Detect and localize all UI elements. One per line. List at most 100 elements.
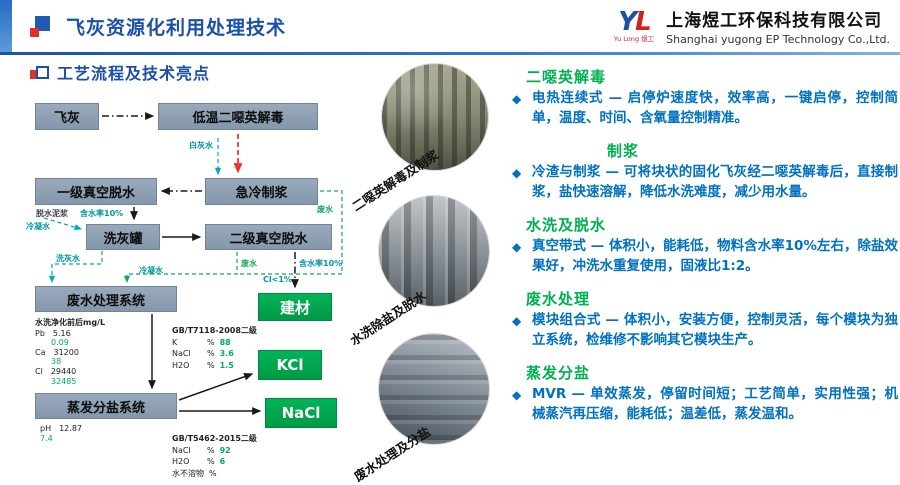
line-wash-water (48, 251, 103, 284)
table-row: H2O% 1.5 (172, 361, 256, 371)
table-row: 水不溶物% (172, 469, 256, 479)
highlight-heading-evaporation: 蒸发分盐 (526, 363, 591, 382)
highlight-body: 模块组合式 — 体积小，安装方便，控制灵活，每个模块为独立系统，检维修不影响其它… (532, 311, 898, 348)
table-row: K% 88 (172, 338, 256, 348)
table-row: Cl 29440 32485 (35, 367, 137, 386)
node-nacl: NaCl (265, 398, 337, 428)
node-fly-ash: 飞灰 (35, 103, 99, 130)
table-row: Pb 5.16 0.09 (35, 329, 137, 348)
table-row: H2O% 6 (172, 457, 256, 467)
node-vacuum-dewater-1: 一级真空脱水 (35, 178, 157, 205)
kcl-standard-table: GB/T7118-2008二级 K% 88 NaCl%3.6 H2O% 1.5 (172, 326, 257, 371)
photo-dioxin-detox-equipment (382, 64, 488, 170)
row-value: 3.6 (219, 349, 234, 359)
row-after: 38 (51, 357, 62, 367)
row-unit: % (207, 457, 215, 467)
company-names: 上海煜工环保科技有限公司 Shanghai yugong EP Technolo… (666, 6, 890, 46)
company-name-en: Shanghai yugong EP Technology Co.,Ltd. (666, 33, 890, 46)
header: 飞灰资源化利用处理技术 YL Yu Long 煜工 上海煜工环保科技有限公司 S… (0, 0, 900, 52)
table-row: NaCl%3.6 (172, 349, 256, 359)
diamond-bullet-icon: ◆ (512, 239, 522, 254)
brand-block: YL Yu Long 煜工 上海煜工环保科技有限公司 Shanghai yugo… (614, 6, 890, 46)
technical-highlights: 二噁英解毒 ◆ 电热连续式 — 启停炉速度快，效率高，一键启停，控制简单，温度、时… (512, 66, 898, 425)
diamond-bullet-icon: ◆ (512, 313, 522, 328)
highlight-body: MVR — 单效蒸发，停留时间短；工艺简单，实用性强；机械蒸汽再压缩，能耗低；温… (532, 385, 898, 422)
highlight-heading-wastewater: 废水处理 (526, 289, 591, 308)
row-unit: % (207, 337, 215, 347)
arrow-evap-to-kcl (178, 372, 254, 401)
ph-after: 7.4 (40, 434, 53, 444)
nacl-table-title: GB/T5462-2015二级 (172, 434, 257, 443)
process-flowchart: 飞灰 低温二噁英解毒 急冷制浆 一级真空脱水 洗灰罐 二级真空脱水 废水处理系统… (22, 88, 387, 482)
node-wastewater-system: 废水处理系统 (35, 286, 177, 312)
highlight-body: 真空带式 — 体积小，能耗低，物料含水率10%左右，除盐效果好，冲洗水重复使用，… (532, 237, 898, 274)
nacl-standard-table: GB/T5462-2015二级 NaCl%92 H2O%6 水不溶物% (172, 434, 257, 479)
kcl-table-title: GB/T7118-2008二级 (172, 326, 257, 335)
row-before: 31200 (53, 347, 79, 357)
company-logo-icon: YL Yu Long 煜工 (614, 9, 654, 43)
diamond-bullet-icon: ◆ (512, 165, 522, 180)
highlight-heading-slurry: 制浆 (607, 141, 640, 160)
stream-moisture-10-right: 含水率10% (299, 259, 343, 268)
title-square-icon (30, 13, 54, 39)
stream-condensate-mid: 冷凝水 (139, 266, 163, 275)
ph-label: pH (40, 424, 52, 433)
row-value: 1.5 (219, 360, 234, 370)
row-unit: % (207, 360, 215, 370)
highlight-text: ◆冷渣与制浆 — 可将块状的固化飞灰经二噁英解毒后，直接制浆，盐快速溶解，降低水… (512, 163, 898, 203)
line-wastewater-mid (123, 252, 238, 284)
row-value: 6 (219, 457, 226, 467)
node-evaporation-salt-system: 蒸发分盐系统 (35, 393, 177, 419)
row-name: K (172, 337, 178, 347)
row-value: 92 (219, 445, 231, 455)
stream-wastewater-right: 废水 (317, 205, 333, 214)
section-title: 工艺流程及技术亮点 (57, 64, 211, 83)
wash-table-title: 水洗净化前后mg/L (35, 318, 106, 327)
row-before: 29440 (50, 366, 77, 376)
header-divider (0, 52, 900, 55)
row-name: H2O (172, 360, 190, 370)
row-name: NaCl (172, 445, 191, 455)
highlight-text: ◆ 真空带式 — 体积小，能耗低，物料含水率10%左右，除盐效果好，冲洗水重复使用… (512, 237, 898, 277)
highlight-text: ◆ MVR — 单效蒸发，停留时间短；工艺简单，实用性强；机械蒸汽再压缩，能耗低；… (512, 385, 898, 425)
node-building-material: 建材 (258, 293, 332, 321)
row-name: NaCl (172, 349, 191, 359)
diamond-bullet-icon: ◆ (512, 387, 522, 402)
photo-wastewater-plant (379, 334, 489, 444)
wash-purification-table: 水洗净化前后mg/L Pb 5.16 0.09 Ca 31200 38 Cl 2944… (35, 318, 137, 386)
diamond-bullet-icon: ◆ (512, 92, 522, 106)
table-row: Ca 31200 38 (35, 348, 137, 367)
row-value: 88 (219, 337, 231, 347)
row-name: Ca (35, 347, 46, 357)
company-name-cn: 上海煜工环保科技有限公司 (666, 11, 883, 31)
stream-dewatered-slurry: 脱水泥浆 (36, 209, 68, 218)
flow-connectors (43, 112, 343, 415)
row-unit: % (207, 445, 215, 455)
table-row: NaCl% 92 (172, 446, 256, 456)
header-title-group: 飞灰资源化利用处理技术 (30, 13, 286, 40)
highlight-body: 电热连续式 — 启停炉速度快，效率高，一键启停，控制简单，温度、时间、含氧量控制… (532, 90, 898, 126)
section-square-icon (30, 65, 49, 80)
highlight-heading-dioxin-detox: 二噁英解毒 (526, 68, 607, 86)
row-name: 水不溶物 (172, 468, 204, 478)
row-name: Cl (35, 366, 43, 376)
row-name: Pb (35, 328, 45, 338)
row-after: 0.09 (51, 338, 69, 348)
row-unit: % (209, 468, 217, 478)
row-after: 32485 (51, 376, 77, 386)
node-ash-wash-tank: 洗灰罐 (86, 224, 160, 250)
logo-subtext: Yu Long 煜工 (613, 35, 655, 44)
page-title: 飞灰资源化利用处理技术 (66, 16, 287, 39)
highlight-text: ◆ 模块组合式 — 体积小，安装方便，控制灵活，每个模块为独立系统，检维修不影响其… (512, 311, 898, 351)
stream-moisture-10-top: 含水率10% (80, 209, 124, 218)
stream-condensate-top: 冷凝水 (26, 222, 50, 231)
node-vacuum-dewater-2: 二级真空脱水 (205, 224, 332, 250)
row-name: H2O (172, 457, 190, 467)
row-before: 5.16 (52, 328, 71, 338)
stream-wastewater-mid: 废水 (241, 259, 257, 268)
highlight-heading-washing-dewatering: 水洗及脱水 (526, 215, 607, 234)
section-header: 工艺流程及技术亮点 (30, 60, 210, 84)
node-low-temp-dioxin-detox: 低温二噁英解毒 (158, 103, 318, 130)
